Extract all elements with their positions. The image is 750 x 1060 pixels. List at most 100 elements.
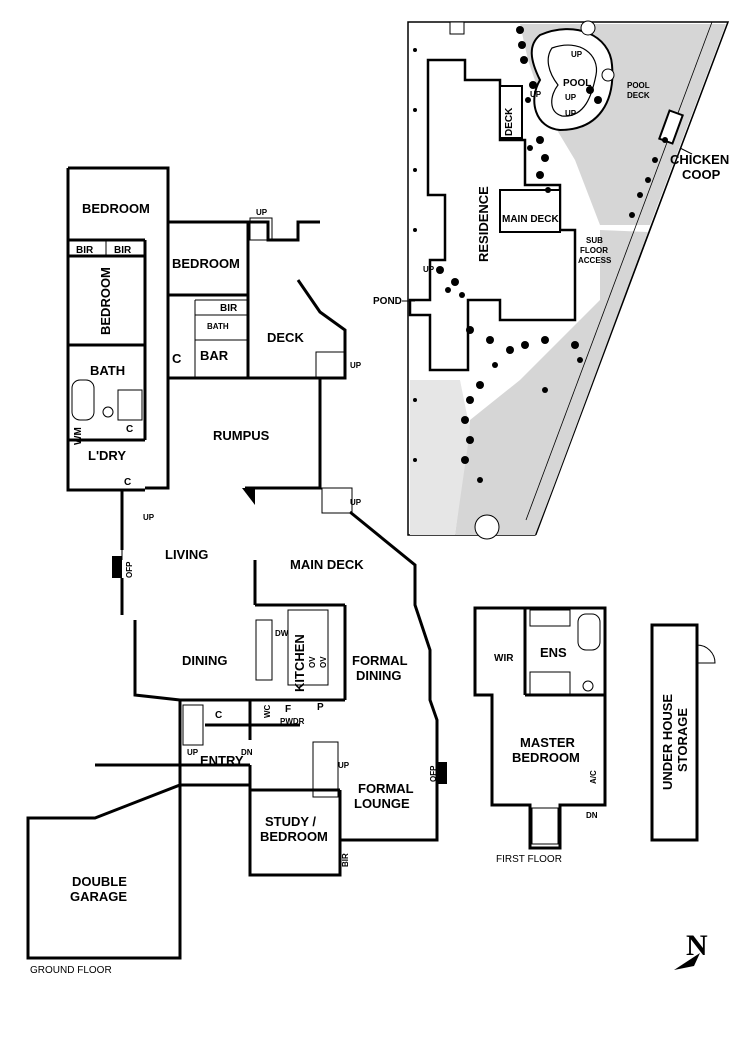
compass-n-label: N bbox=[686, 929, 708, 962]
p-label: P bbox=[317, 702, 324, 713]
up-rumpus-label: UP bbox=[350, 498, 362, 507]
ov2-label: OV bbox=[319, 656, 328, 668]
garage-label-1: DOUBLE bbox=[72, 874, 127, 889]
ens-toilet bbox=[582, 680, 594, 692]
main-deck-label: MAIN DECK bbox=[290, 557, 364, 572]
ens-shower bbox=[529, 671, 571, 695]
toilet bbox=[102, 406, 114, 418]
bar-c-label: C bbox=[172, 351, 182, 366]
entry-label: ENTRY bbox=[200, 753, 244, 768]
deck-site bbox=[499, 85, 523, 139]
up-deck-label: UP bbox=[350, 361, 362, 370]
deck-stair-top bbox=[249, 217, 273, 241]
storage-label-1: UNDER HOUSE bbox=[660, 694, 675, 790]
master-label-2: BEDROOM bbox=[512, 750, 580, 765]
living-label: LIVING bbox=[165, 547, 208, 562]
deck-label: DECK bbox=[267, 330, 304, 345]
ofp-living-label: OFP bbox=[125, 561, 134, 578]
first-floor-plan: WIR ENS MASTER BEDROOM A/C DN FIRST FLOO… bbox=[473, 606, 607, 865]
sub-floor-label-3: ACCESS bbox=[578, 256, 612, 265]
pool-water bbox=[547, 44, 598, 117]
storage-label-2: STORAGE bbox=[675, 708, 690, 772]
bir-2-label: BIR bbox=[114, 245, 132, 256]
compass-arrow bbox=[674, 953, 700, 970]
bar-label: BAR bbox=[200, 348, 229, 363]
kitchen-label: KITCHEN bbox=[292, 634, 307, 692]
storage-plan: UNDER HOUSE STORAGE bbox=[650, 623, 716, 842]
first-floor-caption: FIRST FLOOR bbox=[496, 854, 562, 865]
up-lounge-label: UP bbox=[338, 761, 350, 770]
formal-dining-label-1: FORMAL bbox=[352, 653, 408, 668]
ens-bath bbox=[577, 613, 601, 651]
shower bbox=[117, 389, 143, 421]
pool-up-4: UP bbox=[565, 109, 577, 118]
bir-study-label: BIR bbox=[341, 853, 350, 867]
garden-area-left bbox=[410, 380, 470, 535]
ground-floor-plan: BEDROOM BIR BIR BEDROOM BEDROOM BIR BATH… bbox=[26, 166, 447, 976]
residence-building bbox=[408, 58, 577, 372]
up-side-label: UP bbox=[143, 513, 155, 522]
bedroom-3-label: BEDROOM bbox=[172, 256, 240, 271]
pool-deck-label-2: DECK bbox=[627, 91, 650, 100]
entry-c-label: C bbox=[215, 710, 222, 721]
pool-deck-label-1: POOL bbox=[627, 81, 650, 90]
pwdr-label: PWDR bbox=[280, 717, 305, 726]
rumpus-stair bbox=[321, 487, 353, 514]
formal-dining-label-2: DINING bbox=[356, 668, 402, 683]
storage-walls bbox=[650, 623, 699, 842]
up-top-label: UP bbox=[256, 208, 268, 217]
formal-lounge-label-2: LOUNGE bbox=[354, 796, 410, 811]
north-compass: N bbox=[674, 929, 708, 970]
rumpus-label: RUMPUS bbox=[213, 428, 270, 443]
shed bbox=[449, 21, 465, 35]
chicken-coop-pointer bbox=[679, 147, 693, 155]
kitchen-bench bbox=[287, 609, 329, 686]
pool-up-1: UP bbox=[571, 50, 583, 59]
f-label: F bbox=[285, 704, 291, 715]
pond-label: POND bbox=[373, 296, 402, 307]
ens-label: ENS bbox=[540, 645, 567, 660]
study-label-1: STUDY / bbox=[265, 814, 316, 829]
ofp-lounge-hearth bbox=[437, 762, 447, 784]
study-label-2: BEDROOM bbox=[260, 829, 328, 844]
chicken-coop-label-1: CHICKEN bbox=[670, 152, 729, 167]
wc-label: WC bbox=[263, 704, 272, 718]
garage-label-2: GARAGE bbox=[70, 889, 127, 904]
ac-label: A/C bbox=[589, 770, 598, 784]
bath-label: BATH bbox=[90, 363, 125, 378]
ofp-lounge-label: OFP bbox=[429, 765, 438, 782]
formal-lounge-label-1: FORMAL bbox=[358, 781, 414, 796]
bath-c-label: C bbox=[126, 424, 133, 435]
up-entry-label: UP bbox=[187, 748, 199, 757]
deck-stair-right bbox=[315, 351, 345, 379]
ov1-label: OV bbox=[308, 656, 317, 668]
kitchen-island bbox=[255, 619, 273, 681]
ground-floor-caption: GROUND FLOOR bbox=[30, 965, 112, 976]
bedroom-2-label: BEDROOM bbox=[98, 267, 113, 335]
wm-label: WM bbox=[73, 427, 84, 445]
bir-1-label: BIR bbox=[76, 245, 94, 256]
first-floor-dn-label: DN bbox=[586, 811, 598, 820]
site-main-deck-label: MAIN DECK bbox=[502, 214, 559, 225]
sub-floor-label-1: SUB bbox=[586, 236, 603, 245]
site-pool-label: POOL bbox=[563, 78, 591, 89]
laundry-label: L'DRY bbox=[88, 448, 126, 463]
site-deck-label: DECK bbox=[504, 107, 515, 136]
deck-walls bbox=[248, 220, 347, 380]
bath-small-label: BATH bbox=[207, 322, 229, 331]
dining-label: DINING bbox=[182, 653, 228, 668]
ofp-living-hearth bbox=[112, 556, 122, 578]
laundry-c-label: C bbox=[124, 477, 131, 488]
pond-up: UP bbox=[423, 265, 435, 274]
entry-stair bbox=[182, 704, 204, 746]
tree-small bbox=[580, 20, 596, 36]
pool-up-2: UP bbox=[530, 90, 542, 99]
shrubs bbox=[413, 26, 668, 483]
ens-vanity bbox=[529, 609, 571, 627]
bathtub bbox=[71, 379, 95, 421]
road-edge-inner bbox=[525, 21, 713, 521]
bedroom-1-label: BEDROOM bbox=[82, 201, 150, 216]
main-deck-site bbox=[499, 189, 561, 233]
master-label-1: MASTER bbox=[520, 735, 576, 750]
